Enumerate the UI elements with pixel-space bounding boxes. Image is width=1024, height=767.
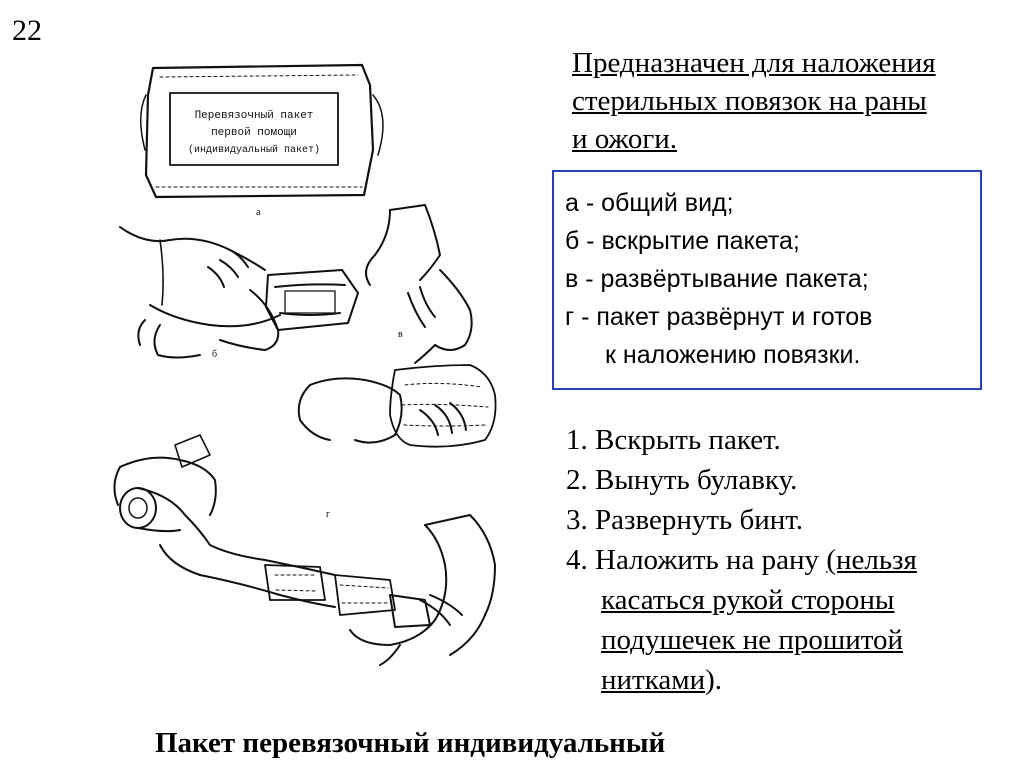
figure-a-package: Перевязочный пакет первой помощи (индиви… — [141, 65, 383, 218]
legend-item-g-continued: к наложению повязки. — [565, 336, 980, 374]
fig-label-b: б — [212, 349, 217, 360]
legend-item-b: б - вскрытие пакета; — [565, 222, 980, 260]
purpose-line-2: стерильных повязок на раны — [572, 82, 1012, 120]
purpose-text: Предназначен для наложения стерильных по… — [572, 44, 1012, 158]
step-4-end: ). — [705, 664, 722, 696]
fig-label-v: в — [398, 329, 403, 340]
step-4-warning-text-3: подушечек не прошитой — [601, 624, 903, 656]
instruction-steps: 1. Вскрыть пакет. 2. Вынуть булавку. 3. … — [566, 420, 1016, 700]
step-4-text: 4. Наложить на рану — [566, 544, 826, 576]
step-4-warning-start: (нельзя — [826, 544, 917, 576]
step-3: 3. Развернуть бинт. — [566, 500, 1016, 540]
figure-g-ready: г — [114, 435, 495, 665]
package-label-line1: Перевязочный пакет — [195, 110, 314, 122]
legend-item-v: в - развёртывание пакета; — [565, 260, 980, 298]
figure-legend-box: а - общий вид; б - вскрытие пакета; в - … — [552, 170, 982, 390]
fig-label-a: а — [256, 207, 261, 218]
slide-number: 22 — [12, 14, 42, 48]
step-4-warning-line-3: подушечек не прошитой — [566, 620, 1016, 660]
figure-b-opening: б — [120, 227, 358, 360]
purpose-line-3: и ожоги. — [572, 120, 1012, 158]
package-label-line2: первой помощи — [211, 127, 297, 139]
purpose-line-1: Предназначен для наложения — [572, 44, 1012, 82]
fig-label-g: г — [326, 509, 330, 520]
step-2: 2. Вынуть булавку. — [566, 460, 1016, 500]
page-caption: Пакет перевязочный индивидуальный — [155, 727, 665, 760]
first-aid-package-illustration: Перевязочный пакет первой помощи (индиви… — [90, 55, 520, 720]
step-4: 4. Наложить на рану (нельзя — [566, 540, 1016, 580]
step-4-warning-text-2: касаться рукой стороны — [601, 584, 894, 616]
step-4-warning-line-4: нитками). — [566, 660, 1016, 700]
legend-item-g: г - пакет развёрнут и готов — [565, 298, 980, 336]
step-1: 1. Вскрыть пакет. — [566, 420, 1016, 460]
step-4-warning-text-4: нитками — [601, 664, 705, 696]
package-label-line3: (индивидуальный пакет) — [188, 144, 320, 156]
legend-item-a: а - общий вид; — [565, 184, 980, 222]
step-4-warning-line-2: касаться рукой стороны — [566, 580, 1016, 620]
